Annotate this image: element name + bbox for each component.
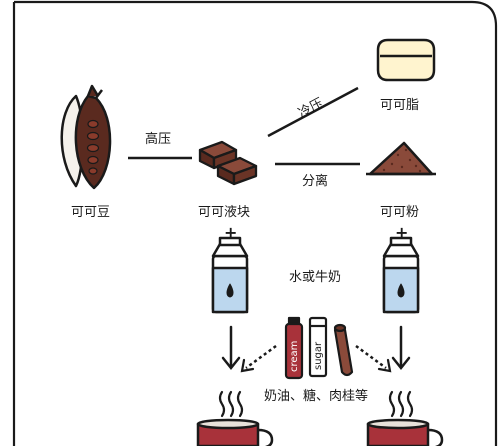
plus-sign-left: + — [224, 223, 238, 242]
step-label-separate: 分离 — [302, 174, 329, 189]
additives-caption: 奶油、糖、肉桂等 — [264, 389, 369, 404]
product-label-butter: 可可脂 — [380, 98, 420, 113]
step-label-high-pressure: 高压 — [145, 132, 172, 147]
product-label-bean: 可可豆 — [71, 205, 111, 220]
chocolate-block-icon — [198, 140, 258, 186]
cream-tube-text: cream — [289, 340, 300, 372]
cinnamon-stick-icon — [333, 323, 354, 377]
dotted-arrow-icon — [245, 344, 277, 370]
liquid-label: 水或牛奶 — [289, 270, 342, 285]
butter-block-icon — [376, 38, 436, 82]
hot-mug-icon — [366, 418, 444, 446]
frame-border — [12, 0, 498, 446]
sugar-stick-text: sugar — [313, 341, 324, 370]
cream-tube-icon — [284, 316, 304, 380]
down-arrow-icon — [221, 325, 241, 371]
cacao-pod-icon — [60, 84, 112, 190]
hot-mug-icon — [196, 418, 274, 446]
process-lines — [128, 86, 360, 166]
steam-icon — [218, 390, 414, 418]
dotted-arrow-icon — [355, 344, 387, 370]
milk-carton-icon — [211, 236, 249, 314]
down-arrow-icon — [391, 325, 411, 371]
powder-pile-icon — [366, 141, 436, 176]
product-label-liquor: 可可液块 — [198, 205, 251, 220]
sugar-stick-icon — [308, 316, 328, 378]
milk-carton-icon — [382, 236, 420, 314]
product-label-powder: 可可粉 — [380, 205, 420, 220]
plus-sign-right: + — [395, 223, 409, 242]
